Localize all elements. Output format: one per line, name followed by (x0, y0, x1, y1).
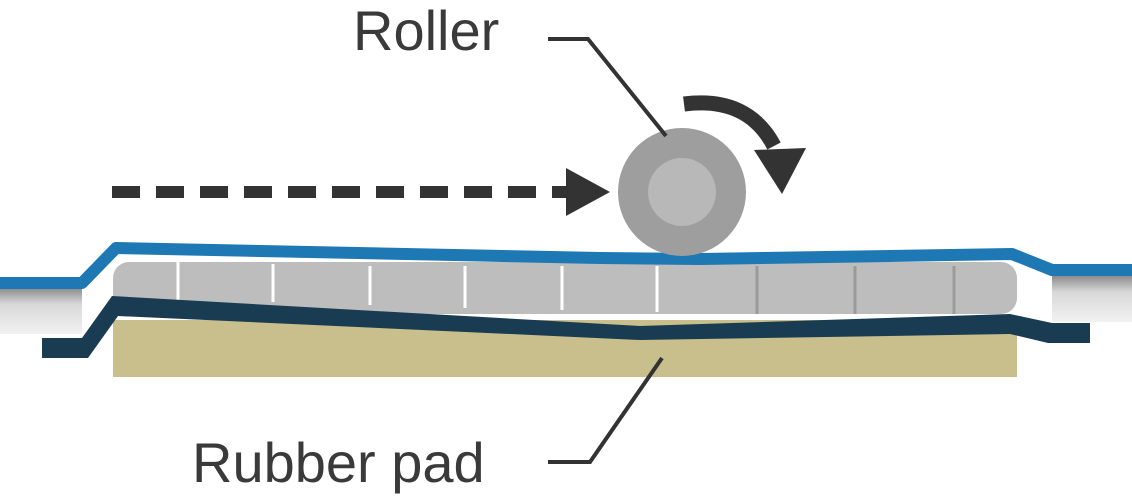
roller (618, 128, 746, 256)
roller-leader-line (548, 37, 668, 138)
bottom-film (42, 296, 1090, 358)
right-clamp-block (1052, 276, 1132, 322)
roller-inner (648, 158, 716, 226)
left-clamp-block (0, 288, 82, 334)
cells-strip (113, 262, 1017, 314)
top-film (0, 242, 1132, 289)
clockwise-arrow-icon (683, 95, 806, 194)
dashed-arrow-right-icon (112, 168, 610, 216)
roller-label: Roller (353, 0, 499, 62)
cell-row (113, 262, 1017, 314)
rubber-pad-leader-line (548, 356, 664, 464)
rubber-pad-label: Rubber pad (192, 431, 485, 494)
